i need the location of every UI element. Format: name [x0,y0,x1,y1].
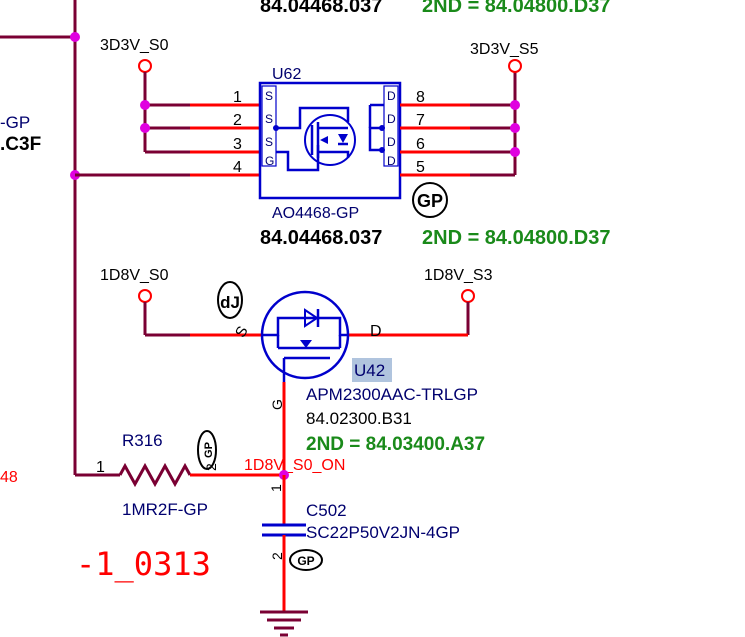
u62-pin-name: D [387,112,396,126]
u62-pin-num: 3 [233,136,242,153]
top-partial-second-source: 2ND = 84.04800.D37 [422,0,610,17]
top-partial-pn: 84.04468.037 [260,0,382,17]
net-label-1d8v-s3: 1D8V_S3 [424,267,493,284]
gp-badge-icon: GP [197,430,217,470]
u62-body[interactable] [258,81,402,200]
gp-badge-icon: GP [412,182,448,218]
u62-pin-name: S [265,112,273,126]
left-partial-48: 48 [0,469,18,486]
u42-mosfet-icon[interactable] [260,290,350,382]
power-port-icon [138,59,152,73]
net-label-3d3v-s0: 3D3V_S0 [100,37,169,54]
c502-pin1: 1 [268,484,284,492]
u62-pin-num: 4 [233,159,242,176]
u62-pin-name: D [387,135,396,149]
r316-pin1: 1 [96,459,105,476]
c502-pin2: 2 [269,552,285,560]
u62-pin-num: 1 [233,89,242,106]
ground-icon [260,610,308,637]
svg-text:GP: GP [297,554,314,568]
c502-ref: C502 [306,501,347,520]
u62-part: AO4468-GP [272,205,359,222]
u62-second-source: 2ND = 84.04800.D37 [422,227,610,249]
resistor-icon[interactable] [118,462,192,488]
u62-pin-name: S [265,89,273,103]
svg-text:GP: GP [203,442,215,458]
capacitor-icon[interactable] [262,523,306,537]
power-port-icon [138,289,152,303]
dj-badge-icon: dJ [217,281,243,319]
svg-text:GP: GP [417,191,443,211]
u62-pin-name: D [387,89,396,103]
left-partial-gp: -GP [0,113,30,132]
u42-part: APM2300AAC-TRLGP [306,385,478,404]
junction-dot [510,147,520,157]
svg-text:dJ: dJ [220,293,240,312]
u62-pn: 84.04468.037 [260,227,382,249]
u62-pin-num: 8 [416,89,425,106]
c502-part: SC22P50V2JN-4GP [306,523,460,542]
u42-pin-d: D [370,323,382,340]
gp-badge-icon: GP [289,549,323,571]
u62-pin-num: 6 [416,136,425,153]
u42-pin-s: S [232,323,252,340]
power-port-icon [508,59,522,73]
revision-label: -1_0313 [76,545,211,583]
u62-pin-name: S [265,135,273,149]
junction-dot [70,32,80,42]
net-label-1d8v-s0-on: 1D8V_S0_ON [244,457,345,474]
r316-part: 1MR2F-GP [122,500,208,519]
r316-ref: R316 [122,431,163,450]
junction-dot [140,123,150,133]
r316-pin2: 2 [203,463,219,471]
u42-pin-g: G [269,399,285,410]
junction-dot [510,123,520,133]
u62-pin-num: 7 [416,112,425,129]
u42-pn: 84.02300.B31 [306,409,412,428]
u62-pin-num: 5 [416,159,425,176]
u62-pin-num: 2 [233,112,242,129]
u42-second-source: 2ND = 84.03400.A37 [306,434,485,455]
u62-pin-name: G [265,154,274,168]
u62-mosfet-icon [273,103,385,172]
u62-pin-name: D [387,154,396,168]
u62-ref: U62 [272,66,301,83]
left-partial-c3f: .C3F [0,134,41,155]
net-label-3d3v-s5: 3D3V_S5 [470,41,539,58]
u42-ref: U42 [354,361,385,380]
u42-ref-highlight [352,358,392,382]
power-port-icon [461,289,475,303]
net-label-1d8v-s0: 1D8V_S0 [100,267,169,284]
junction-dot [140,100,150,110]
junction-dot [510,100,520,110]
